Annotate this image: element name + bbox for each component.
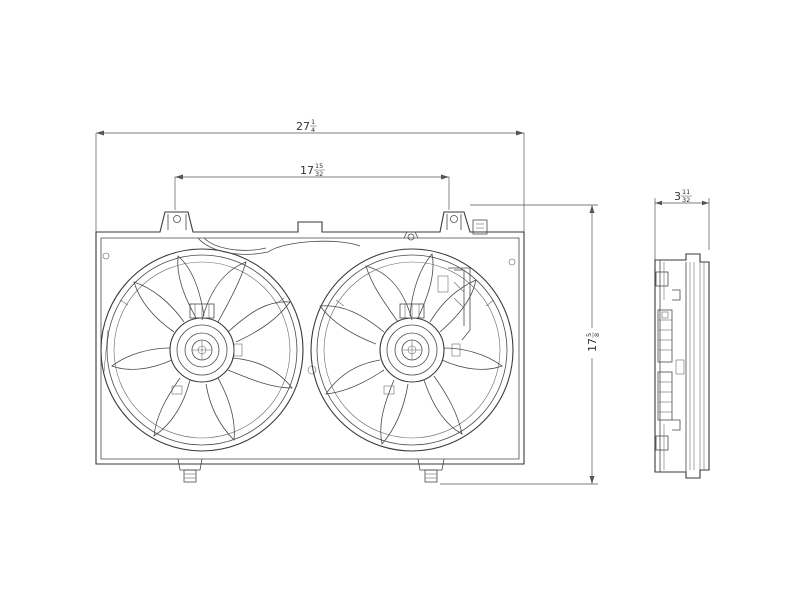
- overall-height-value: 17: [586, 338, 599, 352]
- side-motor-lower: [657, 371, 673, 421]
- overall-height-numerator: 5: [585, 333, 593, 337]
- depth-numerator: 11: [682, 188, 690, 196]
- fan-shroud: [95, 211, 525, 483]
- fan-spacing-value: 17: [300, 164, 314, 177]
- depth-value: 3: [674, 190, 681, 203]
- fan-right-hub: [379, 317, 445, 383]
- side-motor-upper: [657, 309, 673, 363]
- top-clip-center: [403, 231, 419, 241]
- fan-left: [100, 248, 304, 452]
- depth-denominator: 32: [682, 196, 690, 204]
- fan-left-motor-bracket: [171, 303, 243, 395]
- overall-width-numerator: 1: [311, 118, 315, 126]
- fan-spacing-numerator: 15: [315, 162, 323, 170]
- dimension-depth: 3 11 32: [654, 188, 710, 260]
- fan-spacing-denominator: 32: [315, 170, 323, 178]
- bottom-mount-left: [177, 458, 203, 483]
- overall-width-denominator: 4: [311, 126, 315, 134]
- dimension-fan-spacing: 17 15 32: [174, 162, 450, 210]
- top-mount-right: [446, 214, 462, 230]
- dimension-overall-height: 17 5 8: [440, 204, 601, 485]
- fan-left-blades: [111, 255, 293, 441]
- overall-height-denominator: 8: [593, 333, 601, 337]
- fan-left-hub: [169, 317, 235, 383]
- overall-width-value: 27: [296, 120, 310, 133]
- fan-right-wire-harness: [437, 267, 471, 341]
- connector-top: [472, 219, 488, 235]
- top-mount-left: [167, 214, 187, 230]
- fan-right-blades: [319, 253, 503, 445]
- fan-right: [310, 248, 514, 452]
- bottom-mount-right: [417, 458, 445, 483]
- dimension-overall-width: 27 1 4: [95, 118, 525, 232]
- fan-right-motor-bracket: [383, 303, 461, 395]
- side-view: [654, 253, 710, 479]
